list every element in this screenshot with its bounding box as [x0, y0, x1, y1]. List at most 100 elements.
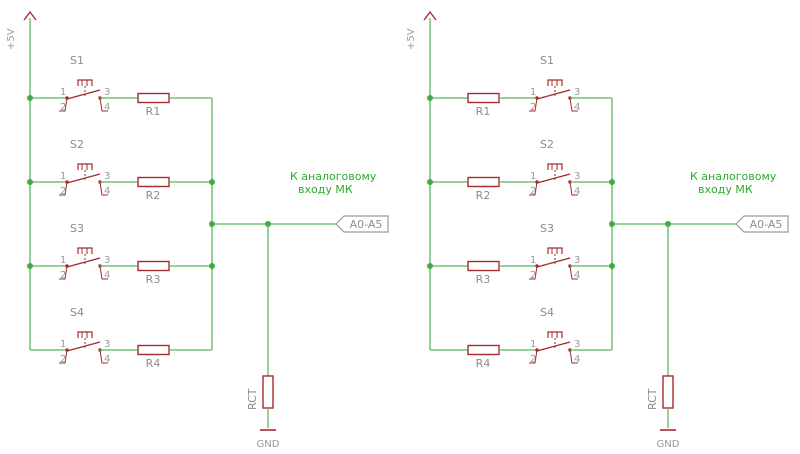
switch-lever	[66, 341, 101, 352]
junction-dot	[609, 179, 615, 185]
switch-leg	[59, 97, 68, 112]
junction-dot	[609, 221, 615, 227]
switch-cap	[77, 331, 93, 338]
junction-dot	[609, 263, 615, 269]
supply-label: +5V	[406, 28, 417, 50]
pin-number: 1	[530, 339, 536, 350]
port-flag	[335, 215, 389, 233]
switch-label: S1	[70, 54, 84, 67]
pin-number: 2	[60, 186, 66, 197]
resistor	[467, 260, 500, 272]
pin-number: 1	[60, 255, 66, 266]
port-label: A0-A5	[350, 218, 383, 231]
switch-label: S3	[540, 222, 554, 235]
supply-label: +5V	[6, 28, 17, 50]
pin-number: 2	[530, 270, 536, 281]
resistor-label: R1	[476, 105, 491, 118]
pin-number: 4	[104, 354, 110, 365]
junction-dot	[209, 179, 215, 185]
pin-number: 2	[60, 270, 66, 281]
pin-number: 4	[104, 186, 110, 197]
pulldown-label: RCT	[246, 388, 259, 410]
port-label: A0-A5	[750, 218, 783, 231]
pin-number: 4	[104, 102, 110, 113]
resistor-label: R3	[476, 273, 491, 286]
switch-label: S1	[540, 54, 554, 67]
pin-number: 3	[104, 171, 110, 182]
pin-number: 3	[574, 87, 580, 98]
switch-leg	[569, 349, 578, 364]
pin-number: 1	[60, 339, 66, 350]
note-line-2: входу МК	[698, 183, 753, 196]
switch-leg	[529, 181, 538, 196]
resistor	[137, 260, 170, 272]
switch-leg	[59, 181, 68, 196]
pin-number: 1	[60, 87, 66, 98]
junction-dot	[27, 179, 33, 185]
switch-leg	[99, 181, 108, 196]
note-line-1: К аналоговому	[690, 170, 777, 183]
switch-leg	[99, 97, 108, 112]
switch-lever	[536, 173, 571, 184]
pin-number: 3	[574, 255, 580, 266]
switch-cap	[77, 163, 93, 170]
switch-label: S4	[70, 306, 84, 319]
switch-lever	[536, 341, 571, 352]
pin-number: 3	[574, 339, 580, 350]
pin-number: 4	[574, 102, 580, 113]
pin-number: 3	[104, 255, 110, 266]
supply-arrow	[423, 10, 437, 21]
pulldown-label: RCT	[646, 388, 659, 410]
switch-cap	[547, 163, 563, 170]
switch-label: S2	[540, 138, 554, 151]
pin-number: 1	[530, 171, 536, 182]
pin-number: 4	[574, 270, 580, 281]
resistor-label: R2	[476, 189, 491, 202]
pin-number: 1	[60, 171, 66, 182]
switch-leg	[99, 265, 108, 280]
junction-dot	[427, 179, 433, 185]
right-circuit: +5VR1S11234R2S21234R3S31234R4S41234A0-A5…	[406, 10, 789, 450]
pin-number: 4	[104, 270, 110, 281]
switch-label: S2	[70, 138, 84, 151]
resistor-label: R2	[146, 189, 161, 202]
pin-number: 3	[104, 87, 110, 98]
switch-leg	[569, 97, 578, 112]
switch-lever	[536, 89, 571, 100]
port-flag	[735, 215, 789, 233]
switch-label: S3	[70, 222, 84, 235]
ground-label: GND	[657, 439, 680, 450]
pin-number: 2	[60, 102, 66, 113]
switch-leg	[569, 181, 578, 196]
pin-number: 4	[574, 186, 580, 197]
note-line-1: К аналоговому	[290, 170, 377, 183]
resistor	[467, 176, 500, 188]
resistor	[467, 344, 500, 356]
pin-number: 1	[530, 255, 536, 266]
switch-label: S4	[540, 306, 554, 319]
pin-number: 2	[530, 102, 536, 113]
pin-number: 1	[530, 87, 536, 98]
resistor	[137, 344, 170, 356]
resistor	[137, 176, 170, 188]
pin-number: 2	[530, 354, 536, 365]
switch-leg	[529, 349, 538, 364]
switch-leg	[529, 265, 538, 280]
switch-leg	[99, 349, 108, 364]
junction-dot	[27, 263, 33, 269]
resistor	[137, 92, 170, 104]
pulldown-resistor	[262, 375, 274, 409]
switch-lever	[66, 257, 101, 268]
resistor-label: R1	[146, 105, 161, 118]
junction-dot	[27, 95, 33, 101]
junction-dot	[427, 263, 433, 269]
switch-leg	[59, 349, 68, 364]
pulldown-resistor	[662, 375, 674, 409]
resistor-label: R4	[476, 357, 491, 370]
pin-number: 3	[574, 171, 580, 182]
switch-cap	[77, 79, 93, 86]
switch-leg	[569, 265, 578, 280]
pin-number: 2	[530, 186, 536, 197]
pin-number: 2	[60, 354, 66, 365]
